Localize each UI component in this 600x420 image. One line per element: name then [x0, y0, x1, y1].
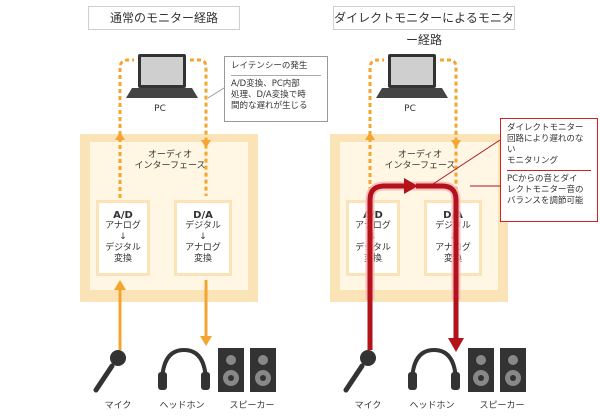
left-up-arrowhead	[115, 132, 125, 140]
right-callout-pointer-1	[429, 139, 501, 187]
left-ad-arrow: ↓	[119, 232, 127, 242]
right-speaker-label: スピーカー	[479, 401, 525, 411]
right-callout-line: モニタリング	[507, 156, 559, 166]
left-speaker-label: スピーカー	[229, 401, 275, 411]
left-signal-route	[118, 58, 208, 198]
right-pc-label: PC	[404, 104, 416, 114]
left-headphone-icon	[158, 347, 210, 390]
right-direct-monitor-arrow-mid	[404, 178, 418, 194]
left-da-line: アナログ	[185, 243, 221, 253]
left-callout-pointer	[207, 87, 225, 99]
right-callout-line: 回路により遅れのない	[507, 134, 584, 155]
right-direct-monitor-arrowhead	[448, 338, 464, 352]
right-headphone-icon	[408, 347, 460, 390]
left-out-wire-arrowhead	[200, 336, 212, 346]
right-signal-route	[368, 58, 458, 198]
left-interface-label: オーディオ インターフェース	[110, 150, 230, 172]
left-headphone-label: ヘッドホン	[159, 401, 205, 411]
right-microphone-icon	[343, 350, 376, 393]
left-laptop-icon	[126, 54, 198, 98]
right-callout-line: PCからの音とダイ	[507, 174, 578, 184]
right-up-arrowhead	[365, 132, 375, 140]
right-direct-monitor-callout: ダイレクトモニター 回路により遅れのない モニタリング PCからの音とダイ レク…	[500, 118, 598, 222]
left-ad-line: アナログ	[105, 221, 141, 231]
left-ad-line: デジタル	[105, 243, 141, 253]
left-pc-label: PC	[154, 104, 166, 114]
right-direct-monitor-route	[367, 183, 408, 350]
right-mic-label: マイク	[354, 401, 382, 411]
right-down-arrowhead	[451, 140, 461, 148]
right-headphone-label: ヘッドホン	[409, 401, 455, 411]
left-da-line: 変換	[193, 254, 212, 264]
left-ad-converter: A/D アナログ ↓ デジタル 変換	[96, 200, 150, 276]
left-interface-label-line2: インターフェース	[134, 161, 206, 171]
left-interface-label-line1: オーディオ	[147, 150, 193, 160]
right-diagram-title: ダイレクトモニターによるモニター経路	[333, 6, 515, 47]
right-pink-lane	[365, 181, 461, 300]
right-callout-line: バランスを調節可能	[507, 196, 584, 206]
right-direct-monitor-route-2	[416, 183, 459, 342]
left-da-line: デジタル	[185, 221, 221, 231]
left-ad-title: A/D	[113, 210, 133, 221]
left-callout-heading: レイテンシーの発生	[231, 61, 308, 71]
left-callout-line: A/D変換、PC内部	[231, 79, 300, 89]
left-mic-wire-arrowhead	[114, 280, 126, 290]
right-interface-label-line2: インターフェース	[384, 161, 456, 171]
right-callout-line: レクトモニター音の	[507, 185, 584, 195]
left-mic-label: マイク	[104, 401, 132, 411]
right-speaker-icon	[468, 348, 526, 392]
left-down-arrowhead	[201, 140, 211, 148]
left-da-arrow: ↓	[199, 232, 207, 242]
right-laptop-icon	[376, 54, 448, 98]
left-callout-line: 間的な遅れが生じる	[231, 101, 308, 111]
left-latency-callout: レイテンシーの発生 A/D変換、PC内部 処理、D/A変換で時 間的な遅れが生じ…	[224, 56, 328, 122]
right-interface-label: オーディオ インターフェース	[360, 150, 480, 172]
right-callout-line: ダイレクトモニター	[507, 123, 584, 133]
left-callout-line: 処理、D/A変換で時	[231, 90, 306, 100]
left-da-title: D/A	[193, 210, 213, 221]
left-da-converter: D/A デジタル ↓ アナログ 変換	[174, 200, 232, 276]
left-ad-line: 変換	[113, 254, 132, 264]
left-diagram-title: 通常のモニター経路	[88, 6, 240, 30]
left-speaker-icon	[218, 348, 276, 392]
left-microphone-icon	[93, 350, 126, 393]
right-interface-label-line1: オーディオ	[397, 150, 443, 160]
